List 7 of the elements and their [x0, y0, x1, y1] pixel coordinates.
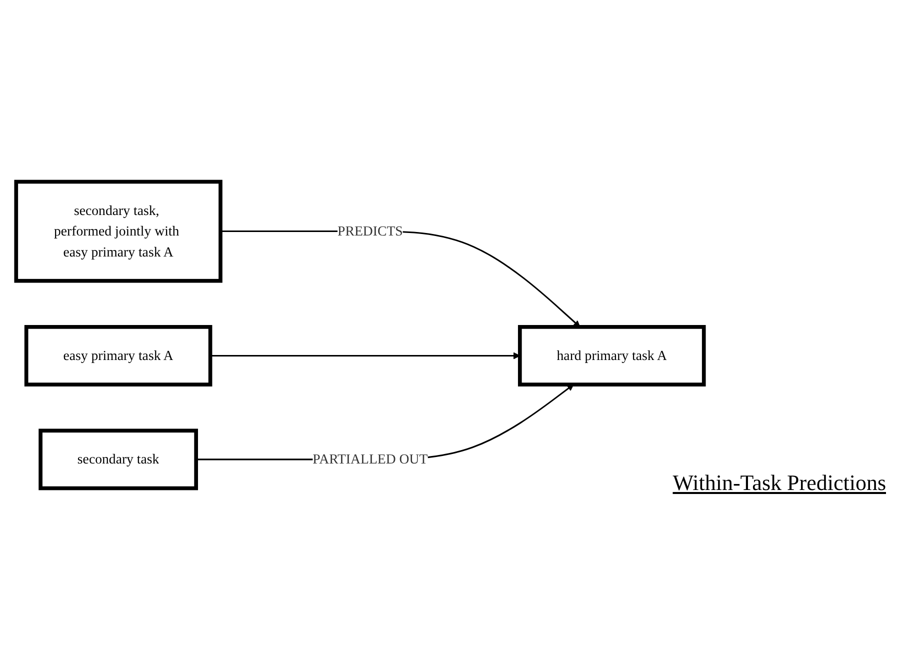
node-box: easy primary task A [24, 325, 212, 386]
node-box: hard primary task A [518, 325, 706, 386]
diagram-title: Within-Task Predictions [672, 470, 886, 496]
edge-label: PREDICTS [338, 223, 403, 239]
edge-label: PARTIALLED OUT [312, 451, 428, 467]
node-box: secondary task [38, 428, 198, 490]
node-box: secondary task, performed jointly with easy primary task A [14, 180, 222, 283]
